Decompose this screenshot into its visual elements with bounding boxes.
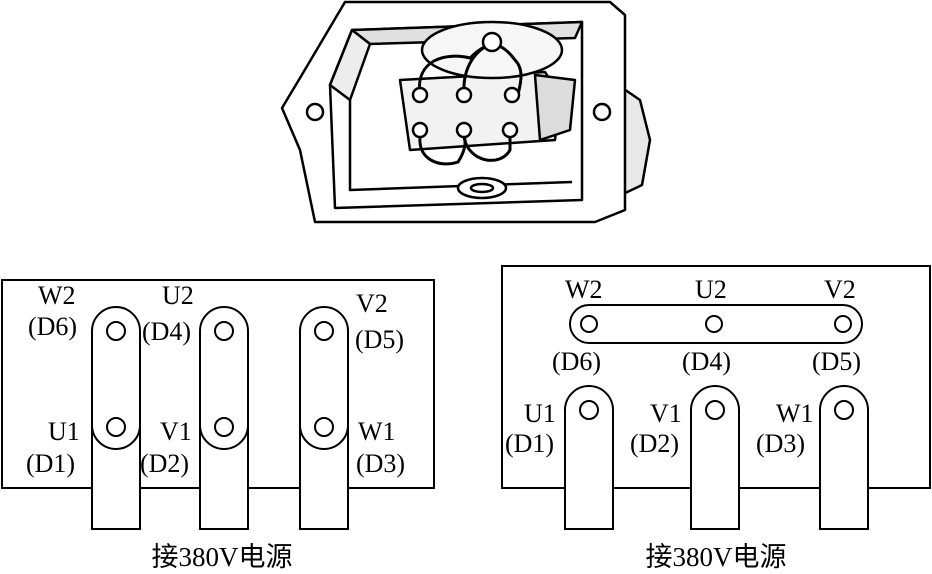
terminal-code: (D2) <box>140 449 189 478</box>
terminal-hole-icon <box>579 400 599 420</box>
right-panel-labels: W2 (D6) U2 (D4) V2 (D5) U1 (D1) V1 (D2) … <box>505 275 861 572</box>
terminal-code: (D3) <box>756 429 805 458</box>
right-caption: 接380V电源 <box>646 542 787 572</box>
terminal-label: V2 <box>356 289 388 318</box>
terminal-label: W1 <box>776 399 814 428</box>
terminal-code: (D1) <box>26 449 75 478</box>
terminal-hole-icon <box>214 321 234 341</box>
terminal-hole-icon <box>214 417 234 437</box>
terminal-code: (D6) <box>28 312 77 341</box>
terminal-hole-icon <box>314 321 334 341</box>
terminal-label: U2 <box>162 281 194 310</box>
terminal-box-illustration <box>280 0 652 224</box>
terminal-label: U1 <box>48 417 80 446</box>
terminal-code: (D4) <box>142 317 191 346</box>
terminal-hole-icon <box>834 400 854 420</box>
terminal-strip <box>819 385 869 530</box>
left-wiring-panel <box>1 279 435 530</box>
terminal-hole-icon <box>705 315 723 333</box>
terminal-strip <box>690 385 740 530</box>
terminal-label: V1 <box>650 399 682 428</box>
terminal-code: (D2) <box>630 429 679 458</box>
left-panel-labels: W2 (D6) U2 (D4) V2 (D5) U1 (D1) V1 (D2) … <box>26 281 405 572</box>
terminal-label: V1 <box>160 417 192 446</box>
terminal-code: (D6) <box>552 347 601 376</box>
terminal-label: V2 <box>824 275 856 304</box>
terminal-hole-icon <box>705 400 725 420</box>
terminal-hole-icon <box>580 315 598 333</box>
terminal-label: U1 <box>524 399 556 428</box>
terminal-code: (D5) <box>355 325 404 354</box>
terminal-code: (D5) <box>812 347 861 376</box>
terminal-hole-icon <box>106 321 126 341</box>
terminal-label: W2 <box>565 275 603 304</box>
mount-hole-icon <box>305 102 325 122</box>
terminal-hole-icon <box>834 315 852 333</box>
left-caption: 接380V电源 <box>152 542 293 572</box>
terminal-label: U2 <box>695 275 727 304</box>
terminal-strip <box>564 385 614 530</box>
mount-hole-icon <box>592 102 612 122</box>
terminal-code: (D4) <box>682 347 731 376</box>
right-wiring-panel <box>501 265 931 530</box>
terminal-label: W1 <box>358 417 396 446</box>
terminal-hole-icon <box>106 417 126 437</box>
terminal-hole-icon <box>314 417 334 437</box>
terminal-label: W2 <box>38 281 76 310</box>
terminal-code: (D1) <box>505 429 554 458</box>
terminal-code: (D3) <box>356 449 405 478</box>
